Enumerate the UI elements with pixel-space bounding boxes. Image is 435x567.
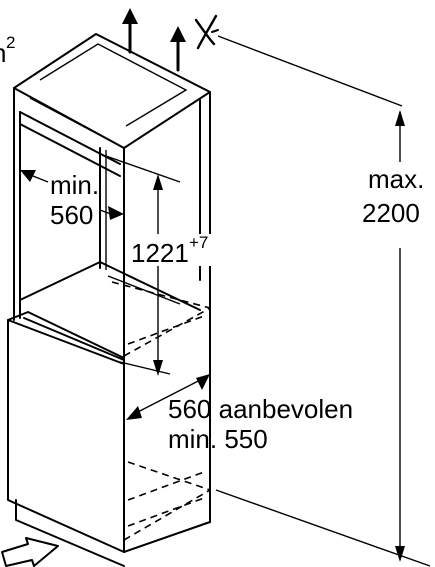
max-height-label-bg bbox=[358, 162, 434, 248]
niche-height-label: 1221 bbox=[131, 238, 189, 268]
min-width-label-line2: 560 bbox=[50, 200, 93, 230]
area-unit-fragment: n bbox=[0, 38, 6, 68]
vent-arrow-up-2 bbox=[170, 26, 186, 72]
niche-height-tolerance: +7 bbox=[189, 233, 208, 252]
vent-arrow-up-1 bbox=[122, 8, 138, 54]
max-height-label-line2: 2200 bbox=[362, 198, 420, 228]
appliance-body bbox=[7, 311, 211, 567]
depth-dimension bbox=[126, 374, 210, 420]
min-width-dimension bbox=[20, 170, 124, 220]
niche-height-dimension bbox=[105, 155, 181, 376]
max-height-dimension bbox=[215, 35, 431, 567]
max-height-label-line1: max. bbox=[368, 164, 424, 194]
area-superscript: 2 bbox=[6, 33, 15, 52]
depth-label-line2: min. 550 bbox=[168, 424, 268, 454]
cabinet-niche bbox=[13, 33, 211, 523]
air-inlet-arrow bbox=[1, 537, 59, 567]
hidden-outlines bbox=[111, 281, 211, 541]
min-width-label-line1: min. bbox=[50, 170, 99, 200]
cut-symbol-icon bbox=[194, 14, 219, 50]
depth-label-line1: 560 aanbevolen bbox=[168, 394, 353, 424]
niche-height-label-bg bbox=[130, 234, 212, 266]
